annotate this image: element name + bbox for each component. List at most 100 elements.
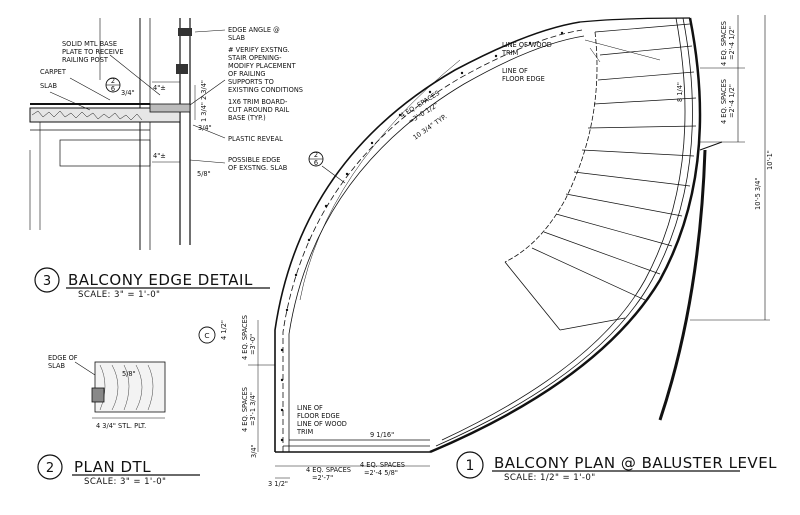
dim-5-8: 5/8"	[197, 170, 211, 178]
note-edge-angle: EDGE ANGLE @	[228, 26, 280, 34]
stair-edge	[559, 317, 626, 331]
wood-grain	[99, 364, 154, 411]
leader-line	[189, 79, 226, 106]
leader-line	[109, 54, 161, 96]
dim-5-8: 5/8"	[122, 370, 136, 378]
stair-edge	[504, 261, 561, 331]
dim-bottom-b-2: =2'-4 5/8"	[364, 469, 398, 477]
leader-line	[49, 91, 91, 111]
note-edge-of: EDGE OF	[48, 354, 78, 362]
edge-angle	[176, 64, 188, 74]
detail-number: 2	[46, 461, 54, 476]
label-floor-edge-b-1: LINE OF	[297, 404, 323, 412]
title-block-3: 3 BALCONY EDGE DETAIL SCALE: 3" = 1'-0"	[34, 267, 270, 300]
stair-inner-line	[441, 17, 686, 441]
callout-bottom-text: 6	[314, 159, 318, 167]
railing-top-line	[579, 17, 691, 23]
note-trim-3: BASE (TYP.)	[228, 114, 266, 122]
tread	[581, 149, 695, 157]
note-slab: SLAB	[48, 362, 66, 370]
note-verify: # VERIFY EXSTNG.	[228, 46, 290, 54]
post-mark	[280, 378, 284, 382]
detail-number: 1	[466, 458, 475, 474]
railing-outer-line	[274, 21, 581, 452]
post-mark	[560, 31, 564, 35]
detail-title: BALCONY EDGE DETAIL	[68, 271, 253, 289]
dim-1-3-4: 1 3/4"	[200, 102, 208, 122]
note-carpet: CARPET	[40, 68, 67, 76]
post-marks	[280, 31, 564, 442]
post-mark	[460, 71, 464, 75]
title-block-2: 2 PLAN DTL SCALE: 3" = 1'-0"	[37, 454, 200, 487]
tread	[599, 45, 693, 56]
post-mark	[494, 54, 498, 58]
callout-bottom-text: 6	[111, 85, 115, 93]
dim-3-4-b: 3/4"	[198, 124, 212, 132]
dim-left-top-b-2: =3'-0"	[249, 334, 257, 355]
detail-scale: SCALE: 1/2" = 1'-0"	[504, 473, 596, 483]
note-slab: SLAB	[40, 82, 58, 90]
dim-4-plus-minus: 4"±	[153, 84, 166, 92]
tread	[565, 193, 683, 217]
steel-plate	[91, 387, 105, 403]
post-mark	[370, 141, 374, 145]
floor-edge-line	[282, 29, 583, 452]
beam	[59, 139, 151, 167]
dim-left-mid-1: 4 EQ. SPACES	[241, 387, 249, 432]
dim-4-plus-minus-b: 4"±	[153, 152, 166, 160]
callout-top-text: 2	[111, 77, 115, 85]
tread	[593, 97, 697, 105]
dim-left-low: 3/4"	[250, 444, 258, 458]
note-verify-3: MODIFY PLACEMENT	[228, 62, 297, 70]
slab-section	[94, 361, 166, 413]
leader-line	[194, 29, 226, 33]
wall-hatch	[658, 149, 707, 421]
post-mark	[428, 90, 432, 94]
leader-line	[189, 159, 226, 164]
dim-3-4: 3/4"	[121, 89, 135, 97]
balcony-plan: 4 EQ. SPACES =2'-4 1/2" 4 EQ. SPACES =2'…	[198, 15, 774, 488]
dim-steel-plate: 4 3/4" STL. PLT.	[96, 422, 146, 430]
tread	[543, 231, 661, 275]
detail-title: BALCONY PLAN @ BALUSTER LEVEL	[494, 454, 777, 472]
edge-angle	[178, 28, 192, 36]
note-plastic-reveal: PLASTIC REVEAL	[228, 135, 283, 143]
dim-right-top-a-1: 4 EQ. SPACES	[720, 21, 728, 66]
detail-scale: SCALE: 3" = 1'-0"	[84, 477, 166, 487]
tread	[587, 125, 697, 129]
note-verify-6: EXISTING CONDITIONS	[228, 86, 303, 94]
leader-line	[69, 77, 111, 101]
post-mark	[280, 408, 284, 412]
tread	[597, 71, 695, 81]
slab-hatch	[31, 110, 143, 121]
dim-right-top-b-2: =2'-4 1/2"	[728, 84, 736, 118]
dim-right-top-a-2: =2'-4 1/2"	[728, 26, 736, 60]
detail-scale: SCALE: 3" = 1'-0"	[78, 290, 160, 300]
plan-detail: EDGE OF SLAB 5/8" 4 3/4" STL. PLT.	[48, 354, 166, 430]
dim-right-top-b-1: 4 EQ. SPACES	[720, 79, 728, 124]
section-mark-bubble	[198, 326, 216, 344]
detail-title: PLAN DTL	[74, 458, 151, 476]
dim-left-mid-2: =3'-1 3/4"	[249, 392, 257, 426]
leader-line	[74, 361, 96, 376]
label-wood-trim-b-2: TRIM	[296, 428, 314, 436]
dim-bottom-b-1: 4 EQ. SPACES	[360, 461, 405, 469]
stair-opening-edge	[429, 17, 702, 454]
trim-board	[149, 103, 191, 113]
note-solid-mtl: SOLID MTL BASE	[62, 40, 117, 48]
note-plate: PLATE TO RECEIVE	[62, 48, 124, 56]
dim-right-inner: 8 1/4"	[676, 82, 684, 102]
tread	[594, 23, 691, 33]
dim-bottom-a-1: 4 EQ. SPACES	[306, 466, 351, 474]
note-edge-angle-2: SLAB	[228, 34, 246, 42]
post-mark	[294, 273, 298, 277]
dim-bottom-a-2: =2'-7"	[312, 474, 333, 482]
arc-dimension-line	[299, 59, 461, 301]
post-mark	[307, 238, 311, 242]
tread	[555, 213, 673, 247]
note-possible-edge: POSSIBLE EDGE	[228, 156, 280, 164]
post-mark	[280, 438, 284, 442]
detail-number-bubble	[456, 451, 484, 479]
label-wood-trim-2: TRIM	[501, 49, 519, 57]
